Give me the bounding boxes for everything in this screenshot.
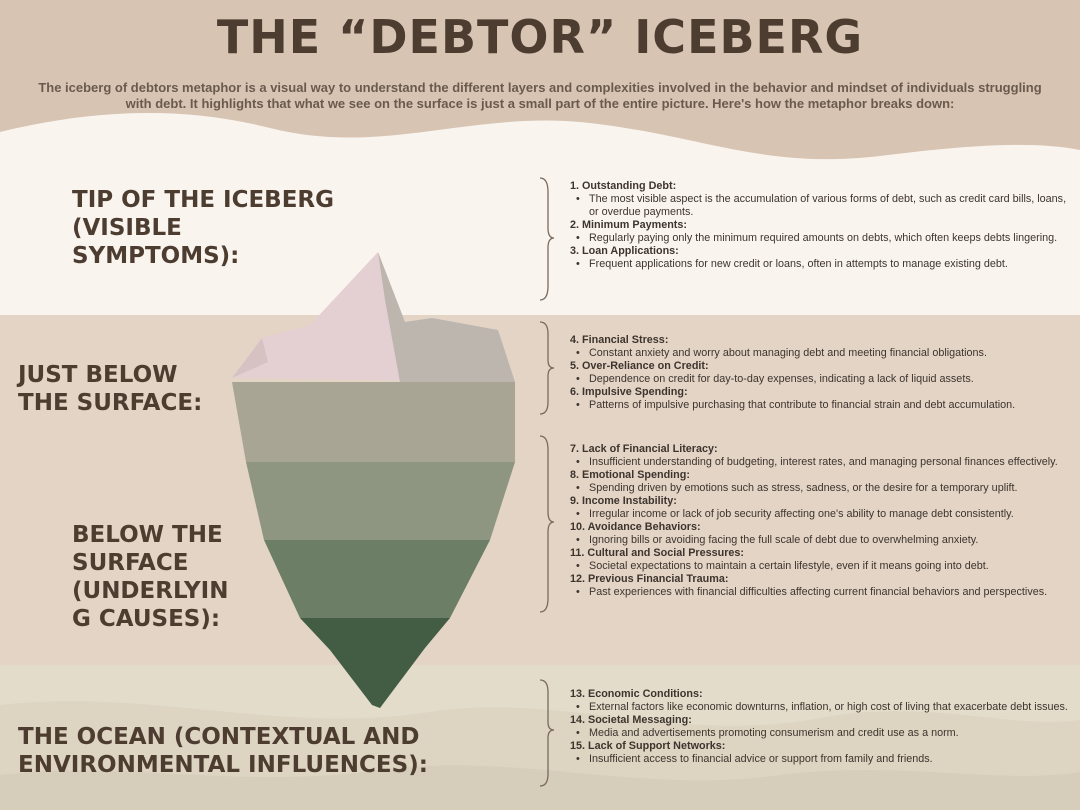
item-title: 14. Societal Messaging: [570, 714, 692, 726]
iceberg-layer-3 [264, 540, 490, 618]
item-description: The most visible aspect is the accumulat… [570, 193, 1070, 219]
item-title: 13. Economic Conditions: [570, 688, 703, 700]
item-description: Societal expectations to maintain a cert… [570, 560, 1070, 573]
item-title: 8. Emotional Spending: [570, 469, 690, 481]
list-item: 3. Loan Applications: Frequent applicati… [570, 245, 1070, 271]
brace-4 [539, 679, 555, 787]
item-description: Ignoring bills or avoiding facing the fu… [570, 534, 1070, 547]
list-ocean-influences: 13. Economic Conditions: External factor… [570, 688, 1070, 766]
list-item: 8. Emotional Spending: Spending driven b… [570, 469, 1070, 495]
brace-3 [539, 435, 555, 613]
item-title: 11. Cultural and Social Pressures: [570, 547, 745, 559]
item-description: Media and advertisements promoting consu… [570, 727, 1070, 740]
list-item: 7. Lack of Financial Literacy: Insuffici… [570, 443, 1070, 469]
list-visible-symptoms: 1. Outstanding Debt: The most visible as… [570, 180, 1070, 271]
item-title: 15. Lack of Support Networks: [570, 740, 726, 752]
item-description: Dependence on credit for day-to-day expe… [570, 373, 1070, 386]
intro-paragraph: The iceberg of debtors metaphor is a vis… [38, 80, 1042, 111]
item-description: Constant anxiety and worry about managin… [570, 347, 1070, 360]
item-description: Irregular income or lack of job security… [570, 508, 1070, 521]
brace-1 [539, 177, 555, 301]
list-item: 10. Avoidance Behaviors: Ignoring bills … [570, 521, 1070, 547]
item-description: Insufficient understanding of budgeting,… [570, 456, 1070, 469]
iceberg-layer-1 [232, 382, 515, 462]
item-title: 4. Financial Stress: [570, 334, 669, 346]
item-description: External factors like economic downturns… [570, 701, 1070, 714]
item-description: Spending driven by emotions such as stre… [570, 482, 1070, 495]
heading-just-below-surface: JUST BELOW THE SURFACE: [18, 362, 203, 416]
ocean-dune-2 [0, 765, 1080, 810]
item-description: Insufficient access to financial advice … [570, 753, 1070, 766]
list-item: 9. Income Instability: Irregular income … [570, 495, 1070, 521]
heading-below-surface: BELOW THE SURFACE (UNDERLYIN G CAUSES): [72, 522, 229, 632]
item-title: 10. Avoidance Behaviors: [570, 521, 701, 533]
list-item: 14. Societal Messaging: Media and advert… [570, 714, 1070, 740]
item-title: 7. Lack of Financial Literacy: [570, 443, 718, 455]
iceberg [232, 252, 515, 708]
list-just-below-surface: 4. Financial Stress: Constant anxiety an… [570, 334, 1070, 412]
list-item: 1. Outstanding Debt: The most visible as… [570, 180, 1070, 219]
item-title: 5. Over-Reliance on Credit: [570, 360, 709, 372]
heading-the-ocean: THE OCEAN (CONTEXTUAL AND ENVIRONMENTAL … [18, 724, 428, 778]
list-item: 2. Minimum Payments: Regularly paying on… [570, 219, 1070, 245]
iceberg-layer-2 [246, 462, 515, 540]
list-underlying-causes: 7. Lack of Financial Literacy: Insuffici… [570, 443, 1070, 599]
list-item: 15. Lack of Support Networks: Insufficie… [570, 740, 1070, 766]
list-item: 5. Over-Reliance on Credit: Dependence o… [570, 360, 1070, 386]
list-item: 12. Previous Financial Trauma: Past expe… [570, 573, 1070, 599]
item-description: Regularly paying only the minimum requir… [570, 232, 1070, 245]
item-title: 12. Previous Financial Trauma: [570, 573, 729, 585]
list-item: 4. Financial Stress: Constant anxiety an… [570, 334, 1070, 360]
item-description: Frequent applications for new credit or … [570, 258, 1070, 271]
item-description: Past experiences with financial difficul… [570, 586, 1070, 599]
list-item: 11. Cultural and Social Pressures: Socie… [570, 547, 1070, 573]
list-item: 6. Impulsive Spending: Patterns of impul… [570, 386, 1070, 412]
item-description: Patterns of impulsive purchasing that co… [570, 399, 1070, 412]
iceberg-tip-shadow [378, 252, 515, 382]
item-title: 9. Income Instability: [570, 495, 677, 507]
iceberg-layer-4 [300, 618, 450, 708]
item-title: 6. Impulsive Spending: [570, 386, 688, 398]
brace-2 [539, 321, 555, 415]
item-title: 2. Minimum Payments: [570, 219, 687, 231]
iceberg-tip-facet [232, 338, 268, 378]
page-title: THE “DEBTOR” ICEBERG [216, 10, 864, 64]
heading-tip-of-iceberg: TIP OF THE ICEBERG (VISIBLE SYMPTOMS): [72, 187, 335, 269]
list-item: 13. Economic Conditions: External factor… [570, 688, 1070, 714]
item-title: 3. Loan Applications: [570, 245, 679, 257]
item-title: 1. Outstanding Debt: [570, 180, 677, 192]
